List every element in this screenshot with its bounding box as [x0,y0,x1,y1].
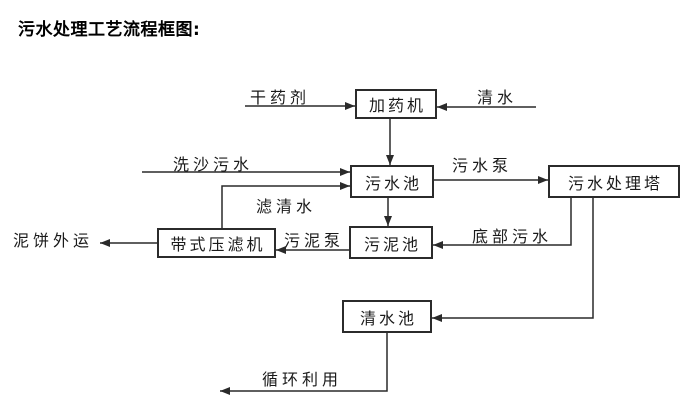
edge-label-sand-washing-sewage: 洗沙污水 [173,155,254,174]
edge-label-recycle: 循环利用 [262,370,343,389]
arrow-clean-water-pool-to-recycle [220,333,388,395]
edge-label-clean-water: 清水 [477,88,518,107]
node-dosing-machine: 加药机 [355,89,437,119]
edge-label-dry-agent: 干药剂 [250,88,311,107]
edge-label-bottom-sewage: 底部污水 [472,227,553,246]
node-sewage-treatment-tower: 污水处理塔 [548,165,680,198]
node-sludge-pool: 污泥池 [349,226,433,259]
node-clean-water-pool: 清水池 [342,300,432,333]
node-belt-filter-press: 带式压滤机 [157,228,276,258]
arrow-filtered-water-press-to-sewage-pool [221,182,350,228]
arrow-tower-to-clean-water-pool [432,198,594,322]
node-sewage-pool: 污水池 [350,165,434,198]
edge-label-mud-cake-out: 泥饼外运 [13,231,94,250]
edge-label-sludge-pump: 污泥泵 [284,231,345,250]
edge-label-sewage-pump: 污水泵 [452,156,513,175]
edge-label-filtered-water: 滤清水 [256,197,317,216]
arrow-bottom-sewage-tower-to-sludge-pool [433,198,572,249]
page-title: 污水处理工艺流程框图: [18,20,201,40]
